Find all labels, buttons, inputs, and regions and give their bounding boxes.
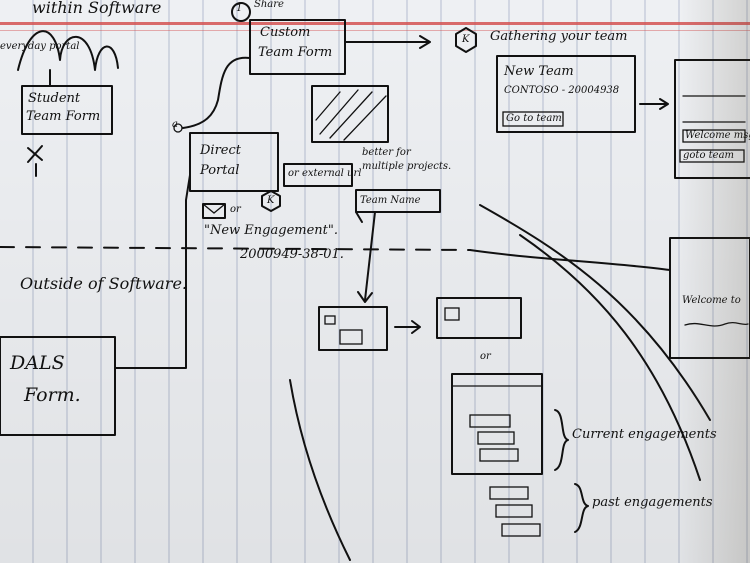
step-1-circle	[231, 2, 251, 22]
engagement-row-6	[501, 523, 541, 537]
engagement-row-3	[479, 448, 519, 462]
everyday-portal-label: everyday portal	[0, 41, 80, 52]
outside-software-label: Outside of Software.	[20, 274, 187, 293]
external-url-box	[283, 163, 353, 187]
envelope-flap	[202, 203, 226, 214]
dals-line2: Form.	[24, 384, 81, 406]
team-name-box	[355, 189, 441, 213]
goto-team-label: goto team	[683, 150, 735, 161]
connector-custom-to-portal	[182, 56, 251, 129]
right-page-lines	[682, 95, 746, 123]
team-name-label: Team Name	[360, 195, 421, 206]
card-mockup	[318, 306, 388, 351]
dashed-divider	[0, 246, 471, 251]
gathering-team-label: Gathering your team	[490, 29, 628, 44]
hexagon-icon-a	[261, 190, 281, 212]
image-placeholder	[311, 85, 389, 143]
goto-team-box	[679, 149, 745, 163]
welcome-msg-box	[682, 129, 746, 143]
x-scribble-lower	[27, 145, 43, 177]
direct-portal-line2: Portal	[200, 163, 240, 178]
engagement-row-2	[477, 431, 515, 445]
external-url-label: or external url	[288, 168, 362, 179]
card2-inner-box	[444, 307, 460, 321]
welcome-msg-label: Welcome msg	[685, 130, 750, 141]
dals-form-box	[0, 336, 116, 436]
right-welcome-frame	[669, 237, 750, 359]
current-engagements-label: Current engagements	[572, 427, 717, 442]
custom-form-box	[249, 19, 346, 75]
new-team-card	[496, 55, 636, 133]
arrow-custom-to-gathering	[345, 35, 431, 49]
team-name-bracket	[355, 211, 363, 223]
past-engagements-label: past engagements	[592, 495, 713, 510]
student-form-line2: Team Form	[26, 109, 101, 124]
custom-form-line1: Custom	[260, 25, 311, 40]
connector-portal-down	[114, 174, 191, 369]
envelope-icon	[202, 203, 226, 219]
within-software-label: within Software	[32, 0, 162, 17]
red-margin-line-faint	[0, 30, 750, 31]
direct-portal-line1: Direct	[200, 143, 241, 158]
share-label: Share	[254, 0, 284, 10]
contoso-label: CONTOSO - 20004938	[504, 85, 620, 96]
brace-past	[574, 483, 589, 533]
arrow-card-to-card	[394, 320, 421, 334]
red-margin-line	[0, 22, 750, 25]
sweep-curve-1	[479, 204, 711, 421]
right-page-frame	[674, 59, 750, 179]
arrow-to-card	[357, 211, 376, 303]
right-welcome-wave	[684, 321, 749, 327]
multiple-projects-label: multiple projects.	[362, 161, 452, 172]
sweep-curve-3	[289, 379, 351, 561]
engagement-row-4	[489, 486, 529, 500]
card-inner-box-2	[339, 329, 363, 345]
engagement-row-1	[469, 414, 511, 428]
student-form-line1: Student	[28, 91, 81, 106]
new-engagement-label: "New Engagement".	[204, 223, 338, 238]
list-mockup	[451, 373, 543, 475]
better-for-label: better for	[362, 147, 411, 158]
direct-portal-box	[189, 132, 279, 192]
student-form-box	[21, 85, 113, 135]
hexagon-a-letter: K	[267, 195, 275, 206]
card-mockup-2	[436, 297, 522, 339]
hexagon-k-label: K	[462, 34, 470, 45]
sweep-curve-2	[519, 234, 701, 481]
image-hatch	[315, 89, 387, 141]
go-to-team-button	[502, 111, 564, 127]
or-label-2: or	[480, 351, 491, 362]
arrow-to-right	[639, 98, 669, 110]
custom-form-line2: Team Form	[258, 45, 333, 60]
engagement-row-5	[495, 504, 533, 518]
engagement-id-label: 2000949-38-01.	[240, 247, 344, 262]
step-1-label: 1	[236, 3, 243, 14]
go-to-team-label: Go to team	[506, 113, 562, 124]
loop-a-label: a	[172, 119, 178, 130]
hexagon-icon-gathering	[455, 27, 477, 53]
brace-current	[554, 409, 569, 471]
or-label-1: or	[230, 204, 241, 215]
loop-scribble	[17, 30, 119, 71]
welcome-to-label: Welcome to	[682, 295, 741, 306]
new-team-label: New Team	[504, 64, 574, 79]
loop-small	[173, 123, 183, 133]
dals-line1: DALS	[10, 352, 65, 374]
card-inner-box-1	[324, 315, 336, 325]
dashed-divider-right	[469, 249, 671, 271]
